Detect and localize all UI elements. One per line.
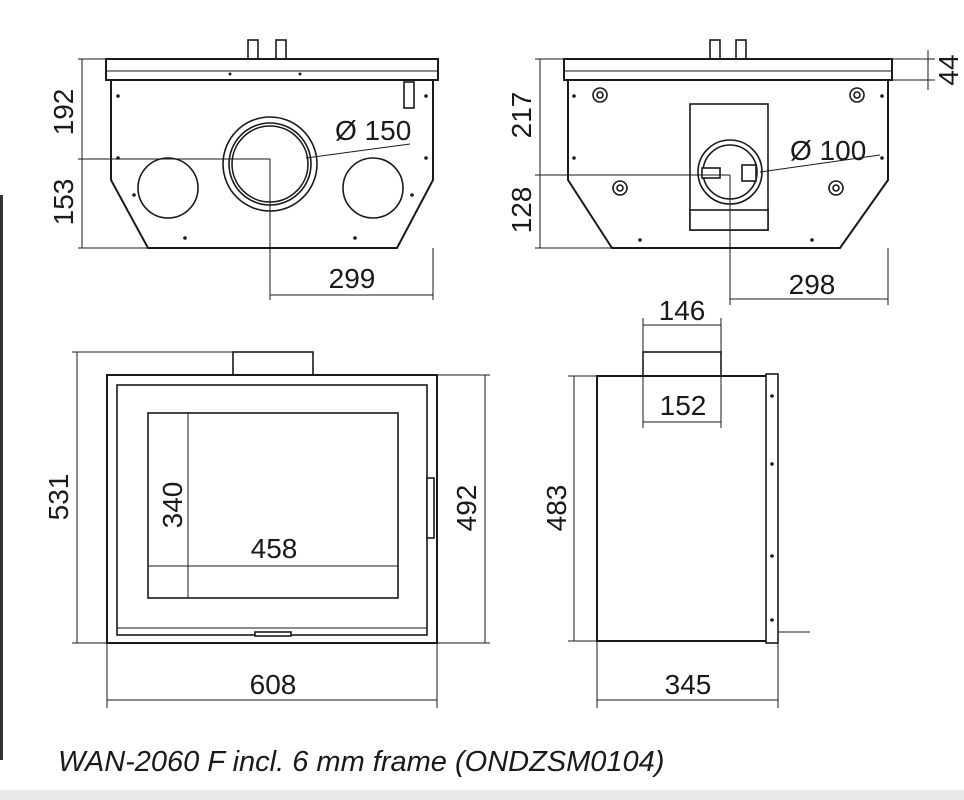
dim-340: 340 — [157, 482, 188, 529]
drawing-caption: WAN-2060 F incl. 6 mm frame (ONDZSM0104) — [58, 746, 665, 778]
dim-608: 608 — [250, 669, 297, 700]
dim-192: 192 — [48, 89, 79, 136]
dim-299: 299 — [329, 263, 376, 294]
dim-531: 531 — [43, 474, 74, 521]
top-view-left: 192 153 Ø 150 299 — [48, 39, 439, 300]
dim-146: 146 — [659, 295, 706, 326]
side-view: 146 152 483 345 — [541, 295, 810, 708]
dim-152: 152 — [660, 390, 707, 421]
dim-diameter-100: Ø 100 — [790, 135, 866, 166]
dim-128: 128 — [506, 187, 537, 234]
dim-458: 458 — [251, 533, 298, 564]
front-view: 531 492 340 458 608 — [43, 351, 490, 708]
page-edge-rule — [0, 195, 3, 760]
top-view-right: 217 128 44 Ø 100 298 — [506, 39, 964, 305]
dim-492: 492 — [451, 485, 482, 532]
dim-diameter-150: Ø 150 — [335, 115, 411, 146]
dim-345: 345 — [665, 669, 712, 700]
dim-298: 298 — [789, 269, 836, 300]
dim-483: 483 — [541, 485, 572, 532]
dim-153: 153 — [48, 179, 79, 226]
dim-217: 217 — [506, 92, 537, 139]
bottom-band — [0, 790, 964, 800]
dim-44: 44 — [933, 54, 964, 85]
